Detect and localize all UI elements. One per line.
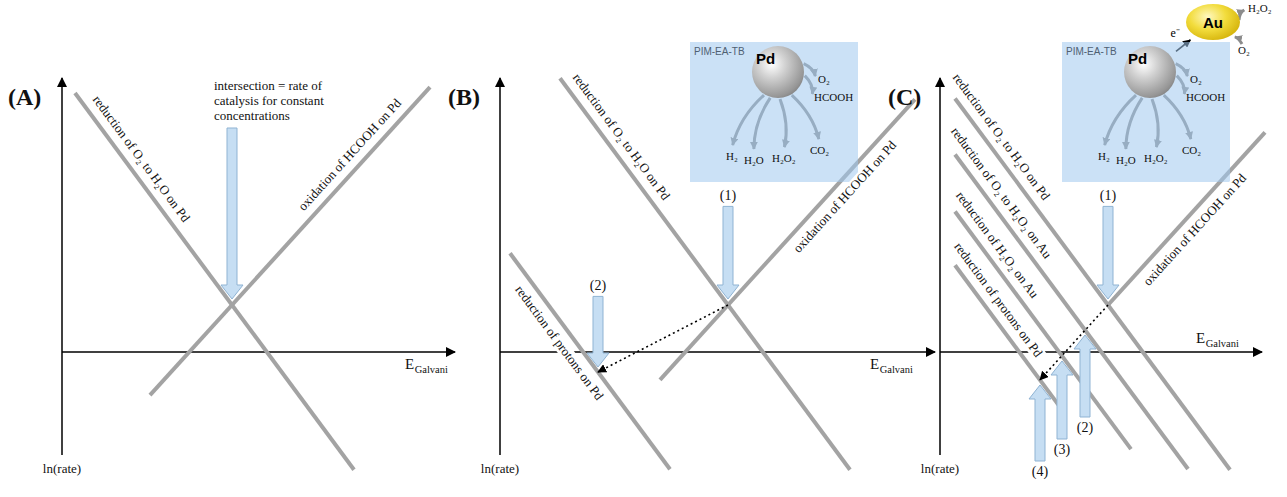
pointer-arrow <box>1074 335 1096 417</box>
species-label: H₂O₂ <box>1248 2 1272 14</box>
y-axis <box>499 78 501 455</box>
axis-label: ln(rate) <box>481 462 519 476</box>
tafel-line <box>955 265 1064 412</box>
callout-number: (1) <box>1100 188 1116 203</box>
pointer-arrow <box>1097 206 1119 299</box>
species-label: O₂ <box>1190 73 1202 85</box>
species-label: O₂ <box>1238 44 1250 56</box>
species-label: H₂O₂ <box>1144 152 1168 164</box>
species-label: H₂O <box>744 154 764 166</box>
y-axis <box>939 78 941 455</box>
pointer-arrow <box>1051 361 1073 439</box>
axis-label: E <box>405 356 414 373</box>
pointer-arrow <box>221 128 243 299</box>
callout-number: (2) <box>1077 420 1093 435</box>
axis-label: E <box>870 356 879 373</box>
species-label: H₂ <box>726 150 738 162</box>
pointer-arrow <box>587 296 609 367</box>
species-label: HCOOH <box>814 91 853 103</box>
dotted-path <box>598 305 728 372</box>
line-label: oxidation of HCOOH on Pd <box>294 95 405 216</box>
panel-letter: (B) <box>448 84 480 110</box>
line-label: oxidation of HCOOH on Pd <box>1140 169 1251 290</box>
pointer-arrow <box>1029 385 1051 461</box>
line-label: reduction of O₂ to H₂O on Pd <box>89 91 194 226</box>
annotation: intersection = rate of catalysis for con… <box>214 78 332 123</box>
callout-number: (3) <box>1054 442 1070 457</box>
species-label: CO₂ <box>810 144 829 156</box>
callout-number: (2) <box>590 278 606 293</box>
callout-number: (1) <box>720 188 736 203</box>
species-label: O₂ <box>818 73 830 85</box>
panel-letter: (A) <box>8 84 41 110</box>
x-axis <box>940 351 1262 353</box>
node-label: Au <box>1203 14 1223 31</box>
product-arrow <box>1239 10 1244 20</box>
tafel-line <box>510 253 670 469</box>
pointer-arrow <box>717 206 739 299</box>
species-label: HCOOH <box>1186 91 1225 103</box>
species-label: H₂O <box>1116 154 1136 166</box>
node-label: Pd <box>1128 50 1147 67</box>
panel-letter: (C) <box>888 84 921 110</box>
tafel-line <box>150 87 430 395</box>
axis-label: E <box>1196 330 1205 347</box>
pd-particle: Pd <box>752 46 804 98</box>
axis-subscript: Galvani <box>1206 338 1239 350</box>
callout-number: (4) <box>1032 464 1048 479</box>
species-label: H₂ <box>1098 150 1110 162</box>
axis-subscript: Galvani <box>880 364 913 376</box>
node-label: PIM-EA-TB <box>1066 46 1117 57</box>
product-arrow <box>1235 37 1242 44</box>
au-particle: Au <box>1186 4 1240 40</box>
species-label: H₂O₂ <box>772 152 796 164</box>
species-label: CO₂ <box>1182 144 1201 156</box>
line-label: reduction of protons on Pd <box>511 281 607 404</box>
node-label: Pd <box>756 50 775 67</box>
dotted-path <box>1040 305 1108 380</box>
node-label: PIM-EA-TB <box>694 46 745 57</box>
pd-particle: Pd <box>1124 46 1176 98</box>
axis-subscript: Galvani <box>415 364 448 376</box>
axis-label: ln(rate) <box>921 462 959 476</box>
axis-label: ln(rate) <box>43 462 81 476</box>
tafel-line <box>75 93 354 470</box>
tafel-line <box>955 155 1188 470</box>
line-label: reduction of O₂ to H₂O on Pd <box>569 70 674 205</box>
y-axis <box>61 78 63 455</box>
edge-label: e⁻ <box>1170 27 1179 40</box>
x-axis <box>62 351 455 353</box>
